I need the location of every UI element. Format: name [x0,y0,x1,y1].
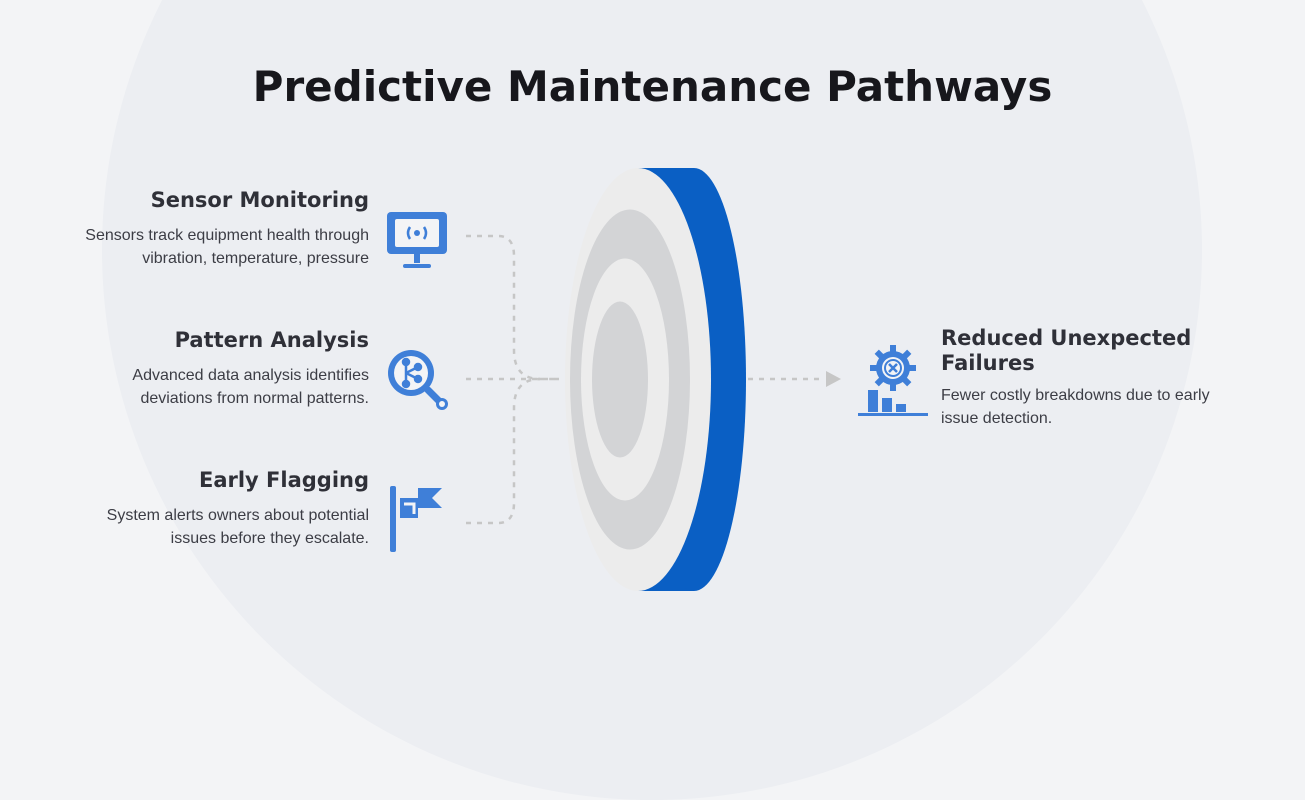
step-description: Advanced data analysis identifies deviat… [132,367,369,407]
step-title: Early Flagging [198,468,369,492]
disc-center [592,301,648,458]
outcome-description: Fewer costly breakdowns due to early iss… [941,387,1210,427]
connectors [466,234,820,525]
step-sensor-monitoring: Sensor Monitoring Sensors track equipmen… [69,188,369,270]
step-early-flagging: Early Flagging System alerts owners abou… [69,468,369,550]
monitor-sensor-icon [387,212,447,268]
data-analysis-icon [388,350,448,410]
gear-bar-chart-icon [858,345,928,416]
step-title: Pattern Analysis [174,328,369,352]
outcome-title: Reduced Unexpected Failures [941,326,1192,375]
step-title: Sensor Monitoring [150,188,369,212]
connector-flagging [466,377,541,525]
flag-icon [390,486,442,552]
page-title: Predictive Maintenance Pathways [252,62,1053,111]
step-description: System alerts owners about potential iss… [106,507,369,547]
arrow-head [826,371,841,387]
step-description: Sensors track equipment health through v… [85,227,369,267]
outcome-block: Reduced Unexpected Failures Fewer costly… [941,326,1211,430]
pathway-diagram [466,168,841,591]
step-pattern-analysis: Pattern Analysis Advanced data analysis … [69,328,369,410]
connector-sensor [466,234,560,381]
target-disc [565,168,746,591]
